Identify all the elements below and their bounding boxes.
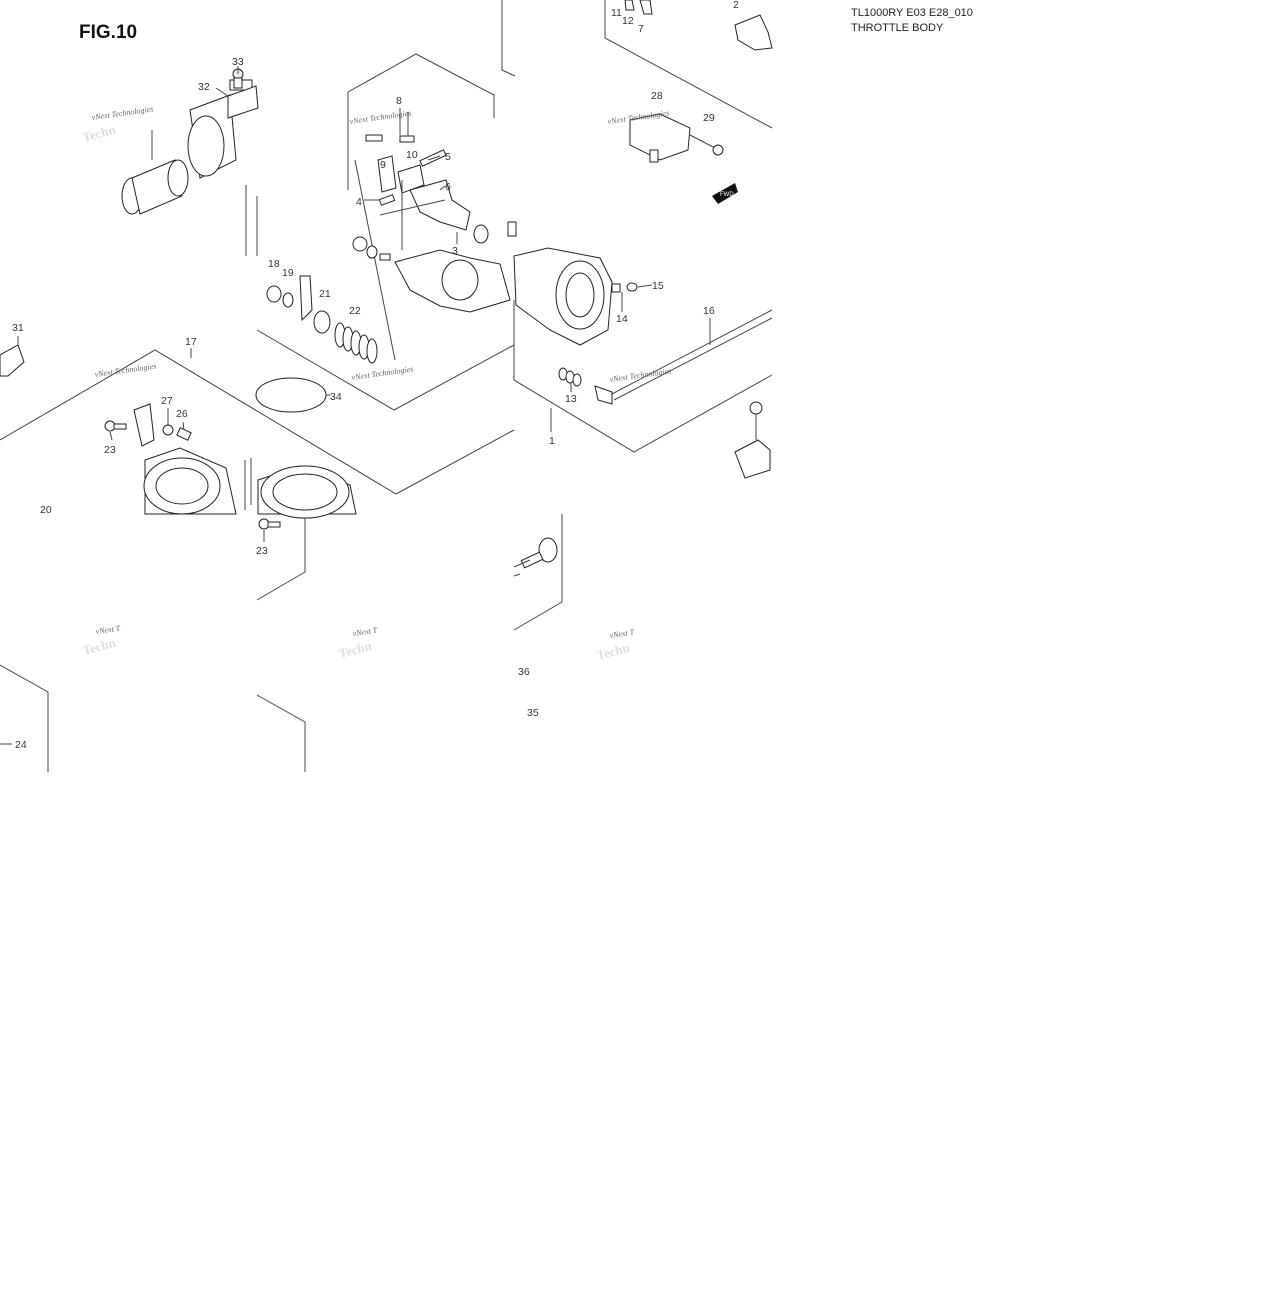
callout-5: 5 (445, 151, 451, 163)
part-spring-set (266, 275, 378, 364)
callout-22: 22 (349, 305, 361, 317)
callout-7: 7 (638, 23, 644, 35)
callout-31: 31 (12, 322, 24, 334)
callout-6: 6 (445, 181, 451, 193)
callout-33: 33 (232, 56, 244, 68)
leader-lines (0, 66, 711, 745)
callout-28: 28 (651, 90, 663, 102)
callout-17: 17 (185, 336, 197, 348)
part-screw-set (104, 403, 281, 530)
callout-12: 12 (622, 15, 634, 27)
part-rod-16 (594, 309, 773, 479)
callout-29: 29 (703, 112, 715, 124)
part-spring-13 (558, 367, 582, 387)
callout-36: 36 (518, 666, 530, 678)
part-throttle-body-center (352, 221, 517, 313)
frame-lines (0, 0, 773, 772)
part-o-ring-34 (255, 377, 327, 413)
callout-24: 24 (15, 739, 27, 751)
part-bracket-31 (0, 344, 25, 377)
fwd-label: FWD (720, 192, 734, 198)
callout-8: 8 (396, 95, 402, 107)
callout-23-left: 23 (104, 444, 116, 456)
callout-18: 18 (268, 258, 280, 270)
callout-10: 10 (406, 149, 418, 161)
callout-3: 3 (452, 245, 458, 257)
watermark: vNext T (609, 628, 635, 640)
callout-21: 21 (319, 288, 331, 300)
callout-32: 32 (198, 81, 210, 93)
callout-2: 2 (733, 0, 739, 11)
part-throttle-body-lower (143, 447, 357, 519)
section-title: THROTTLE BODY (851, 22, 944, 34)
part-actuator-assembly (121, 68, 259, 215)
callout-16: 16 (703, 305, 715, 317)
callout-14: 14 (616, 313, 628, 325)
part-adjuster-36 (513, 537, 558, 569)
part-throttle-body-right (513, 247, 638, 346)
watermark: vNext T (352, 626, 378, 638)
part-bracket-top (624, 0, 773, 51)
callout-34: 34 (330, 391, 342, 403)
callout-26: 26 (176, 408, 188, 420)
callout-11: 11 (611, 7, 622, 19)
callout-4: 4 (356, 196, 362, 208)
callout-23-center: 23 (256, 545, 268, 557)
part-sensor (629, 113, 724, 163)
callout-labels: 1 2 3 4 5 6 7 8 9 10 11 12 13 14 15 16 1… (12, 0, 739, 751)
diagram-header: TL1000RY E03 E28_010 THROTTLE BODY (851, 6, 973, 36)
figure-label: FIG.10 (79, 22, 138, 43)
callout-1: 1 (549, 435, 555, 447)
fwd-arrow-icon: FWD (712, 183, 738, 204)
callout-13: 13 (565, 393, 577, 405)
callout-27: 27 (161, 395, 173, 407)
callout-19: 19 (282, 267, 294, 279)
model-code: TL1000RY E03 E28_010 (851, 7, 973, 19)
callout-15: 15 (652, 280, 664, 292)
watermark: vNext T (95, 624, 121, 636)
callout-35: 35 (527, 707, 539, 719)
callout-20: 20 (40, 504, 52, 516)
callout-9: 9 (380, 159, 386, 171)
